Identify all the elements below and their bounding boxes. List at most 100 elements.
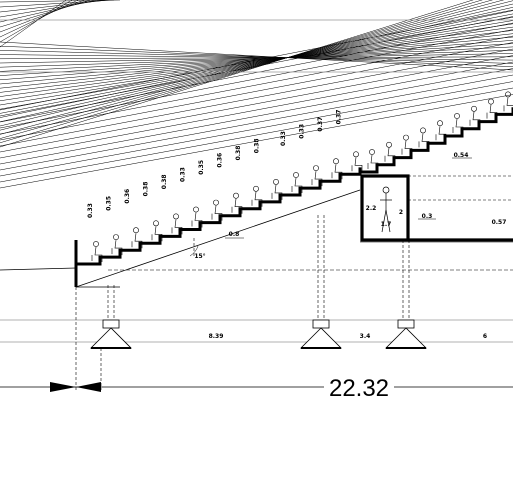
roof-line	[0, 61, 513, 159]
row-height-label: 0.38	[143, 182, 150, 197]
roof-line	[0, 53, 513, 64]
roof-line	[0, 35, 513, 135]
spectator	[469, 105, 481, 127]
roof-line	[0, 33, 513, 89]
spectator	[91, 241, 103, 262]
roof-line	[0, 0, 79, 38]
rake-angle-label: 15°	[194, 253, 205, 260]
roof-line	[0, 46, 513, 72]
row-height-label: 0.35	[198, 160, 205, 175]
spectator	[486, 98, 498, 120]
roof-line	[0, 13, 513, 114]
spectator	[151, 220, 163, 242]
row-height-label: 0.35	[106, 196, 113, 211]
roof-line	[0, 43, 513, 76]
row-height-label: 0.33	[180, 167, 187, 182]
room-height-left-label: 2.2	[366, 205, 377, 212]
roof-line	[0, 29, 513, 129]
spectator	[452, 113, 464, 134]
span-2-label: 3.4	[360, 333, 371, 340]
roof-line	[0, 56, 513, 60]
roof-line	[0, 0, 513, 131]
person-height-label: 1.7	[381, 221, 392, 228]
spectator	[291, 172, 303, 193]
roof-line	[0, 22, 513, 123]
row-height-label: 0.38	[235, 146, 242, 161]
roof-line	[0, 42, 513, 141]
overall-dimension-label: 22.32	[329, 375, 389, 402]
roof-line	[0, 74, 513, 171]
roof-line	[0, 0, 67, 48]
span-3-label: 6	[483, 333, 487, 340]
roof-line	[0, 16, 513, 110]
spectator	[271, 178, 283, 200]
spectator	[351, 151, 363, 173]
spectator	[311, 165, 323, 187]
spectator	[231, 192, 243, 214]
footings	[90, 319, 427, 349]
roof-line	[0, 0, 91, 28]
roof-line	[0, 0, 103, 18]
top-step-label: 0.54	[454, 152, 469, 159]
roof-line	[0, 9, 513, 111]
spectator	[111, 234, 123, 256]
right-slab-label: 0.57	[492, 219, 507, 226]
spectator	[367, 149, 379, 170]
upper-terrace-steps	[360, 107, 513, 174]
spectator	[384, 141, 396, 163]
row-height-label: 0.38	[161, 174, 168, 189]
footing-left	[90, 319, 132, 349]
roof-line	[0, 26, 513, 97]
row-height-label: 0.33	[87, 203, 94, 218]
roof-line	[0, 23, 513, 102]
footing-right	[385, 319, 427, 349]
roof-line	[0, 55, 513, 153]
dimension-arrow-right	[76, 382, 101, 392]
seated-spectators	[91, 91, 513, 262]
roof-line	[0, 49, 513, 68]
roof-line	[0, 50, 513, 64]
roof-line	[0, 0, 474, 148]
spectator	[251, 185, 263, 207]
roof-line	[0, 3, 513, 127]
dimension-arrow-left	[50, 382, 76, 392]
roof-line	[0, 10, 513, 118]
step-tread-label: 0.8	[229, 231, 240, 238]
roof-line	[0, 30, 513, 93]
spectator	[191, 206, 203, 228]
stand-structure	[0, 189, 513, 288]
roof-line	[0, 68, 513, 165]
roof-line	[0, 54, 513, 61]
room-height-right-label: 2	[399, 209, 403, 216]
roof-line	[0, 0, 493, 139]
span-1-label: 8.39	[209, 333, 224, 340]
roof-line	[0, 7, 513, 123]
roof-line	[0, 81, 513, 177]
spectator	[418, 127, 430, 149]
reference-lines	[0, 19, 513, 343]
spectator	[401, 134, 413, 156]
roof-line	[0, 20, 513, 106]
roof-line	[0, 94, 513, 189]
row-height-label: 0.37	[317, 117, 324, 132]
standing-person	[380, 186, 392, 233]
roof-line	[0, 16, 513, 117]
roof-line	[0, 0, 73, 43]
spectator	[131, 227, 143, 249]
row-height-label: 0.33	[280, 131, 287, 146]
roof-line	[0, 0, 97, 23]
spectator	[503, 91, 513, 112]
row-height-label: 0.36	[217, 153, 224, 168]
row-height-label: 0.38	[254, 138, 261, 153]
footing-middle	[300, 319, 342, 349]
spectator	[171, 213, 183, 235]
roof-line	[0, 0, 85, 33]
terrace-steps	[76, 167, 362, 266]
spectator	[435, 120, 447, 142]
columns	[107, 215, 410, 322]
dimension-lines	[75, 238, 195, 390]
row-height-label: 0.33	[299, 124, 306, 139]
roof-line	[0, 48, 513, 147]
